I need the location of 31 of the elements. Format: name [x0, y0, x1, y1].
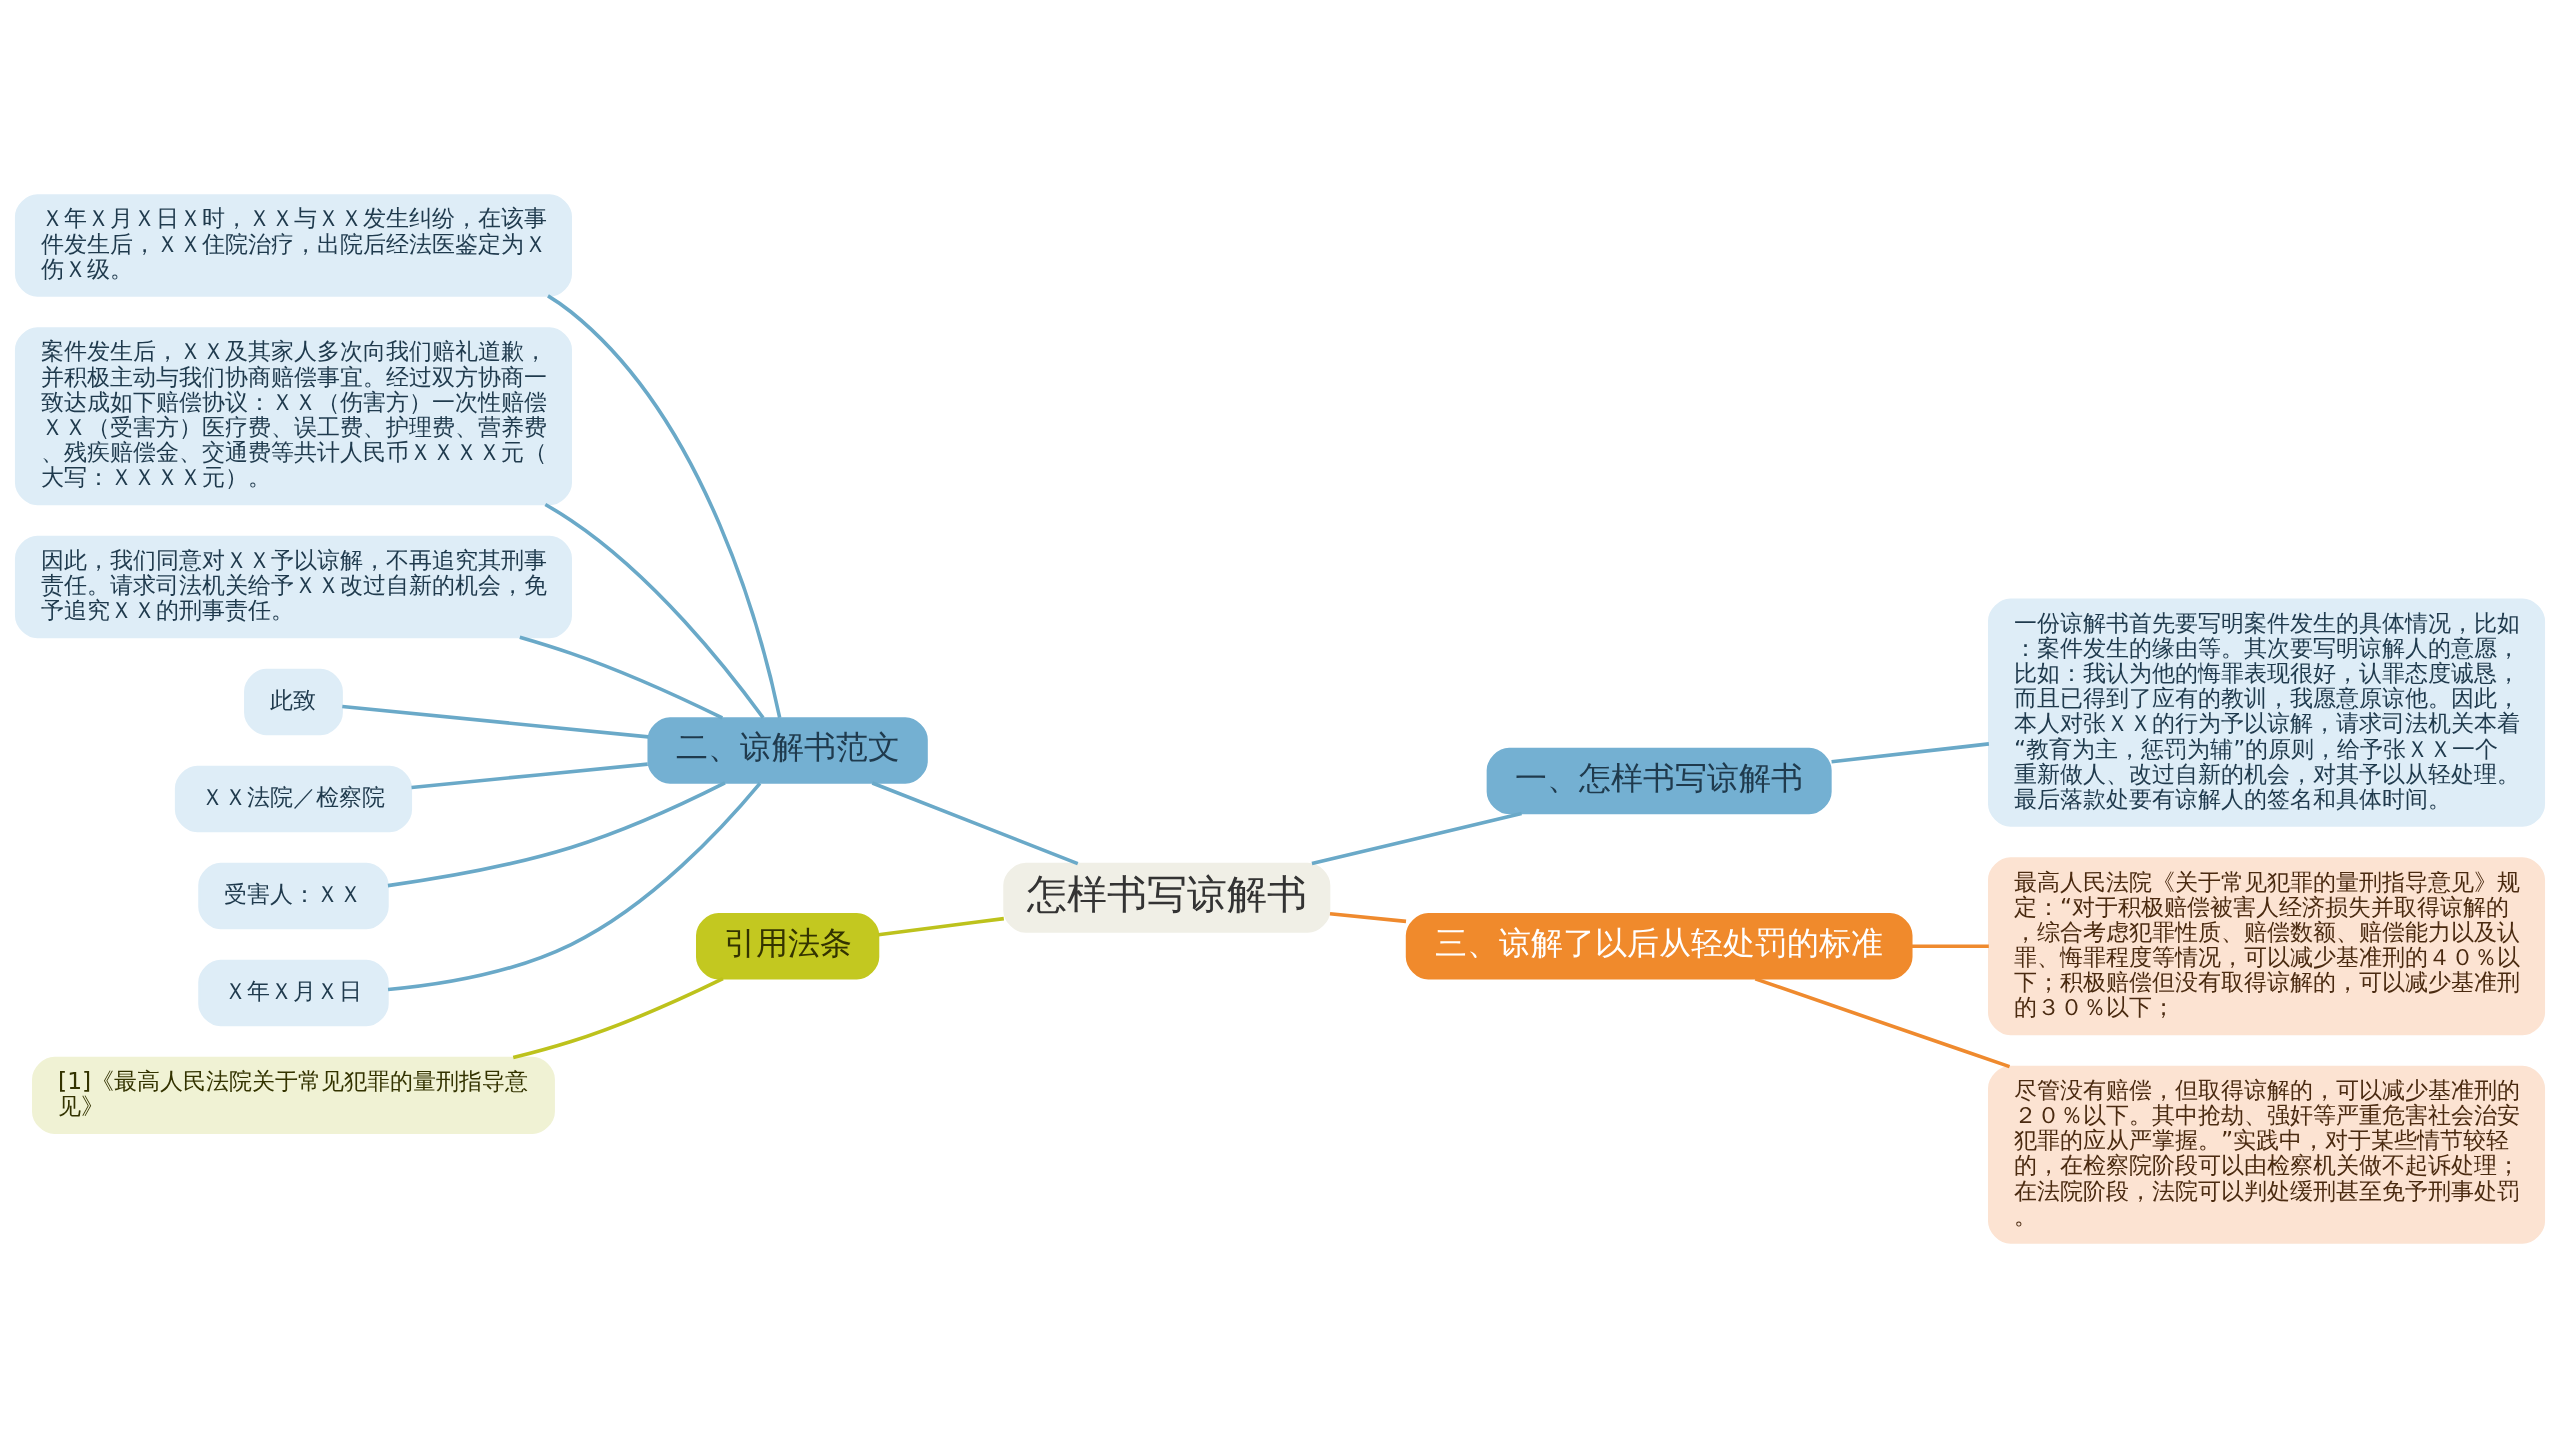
node-box: 此致 [244, 668, 343, 735]
connector [544, 502, 765, 719]
node-box: 尽管没有赔偿，但取得谅解的，可以减少基准刑的２０％以下。其中抢劫、强奸等严重危害社会治安犯罪的应从严掌握。”实践中，对于某些情节较轻的，在检察院阶段可以由检察机关做不起诉处理；在法院阶段，法院可以判处缓刑甚至免予刑事处罚。 [1988, 1065, 2546, 1244]
connector [1831, 741, 1990, 763]
node-box: 一份谅解书首先要写明案件发生的具体情况，比如：案件发生的缘由等。其次要写明谅解人的意愿，比如：我认为他的悔罪表现很好，认罪态度诚恳，而且已得到了应有的教训，我愿意原谅他。因此，本人对张ＸＸ的行为予以谅解，请求司法机关本着“教育为主，惩罚为辅”的原则，给予张ＸＸ一个重新做人、改过自新的机会，对其予以从轻处理。最后落款处要有谅解人的签名和具体时间。 [1988, 598, 2546, 827]
connector [387, 781, 762, 991]
node-box: 引用法条 [696, 912, 880, 980]
connector [1754, 976, 2011, 1068]
connector [1911, 944, 1989, 948]
connector [1311, 811, 1522, 865]
node-box: 二、谅解书范文 [647, 716, 928, 784]
node-box: 一、怎样书写谅解书 [1486, 747, 1832, 814]
connector [512, 976, 724, 1059]
node-box: 怎样书写谅解书 [1003, 862, 1331, 933]
node-box: Ｘ年Ｘ月Ｘ日Ｘ时，ＸＸ与ＸＸ发生纠纷，在该事件发生后，ＸＸ住院治疗，出院后经法医鉴定为Ｘ伤Ｘ级。 [14, 193, 572, 297]
node-box: ＸＸ法院／检察院 [174, 765, 413, 832]
node-box: 因此，我们同意对ＸＸ予以谅解，不再追究其刑事责任。请求司法机关给予ＸＸ改过自新的机会，免予追究ＸＸ的刑事责任。 [14, 535, 572, 638]
connector [519, 635, 724, 720]
connector [547, 293, 782, 718]
connector [387, 780, 726, 887]
node-box: Ｘ年Ｘ月Ｘ日 [198, 959, 389, 1026]
node-box: 三、谅解了以后从轻处罚的标准 [1405, 912, 1913, 980]
connector [1329, 911, 1407, 923]
node-box: [1]《最高人民法院关于常见犯罪的量刑指导意见》 [32, 1056, 555, 1134]
node-box: 案件发生后，ＸＸ及其家人多次向我们赔礼道歉，并积极主动与我们协商赔偿事宜。经过双方协商一致达成如下赔偿协议：ＸＸ（伤害方）一次性赔偿ＸＸ（受害方）医疗费、误工费、护理费、营养费、残疾赔偿金、交通费等共计人民币ＸＸＸＸ元（大写：ＸＸＸＸ元）。 [14, 326, 572, 505]
connector [342, 704, 649, 739]
connector [871, 780, 1079, 865]
connector [411, 761, 648, 789]
connector [878, 916, 1005, 937]
node-box: 受害人：ＸＸ [198, 862, 389, 929]
node-box: 最高人民法院《关于常见犯罪的量刑指导意见》规定：“对于积极赔偿被害人经济损失并取得谅解的，综合考虑犯罪性质、赔偿数额、赔偿能力以及认罪、悔罪程度等情况，可以减少基准刑的４０％以下；积极赔偿但没有取得谅解的，可以减少基准刑的３０％以下； [1988, 856, 2546, 1035]
